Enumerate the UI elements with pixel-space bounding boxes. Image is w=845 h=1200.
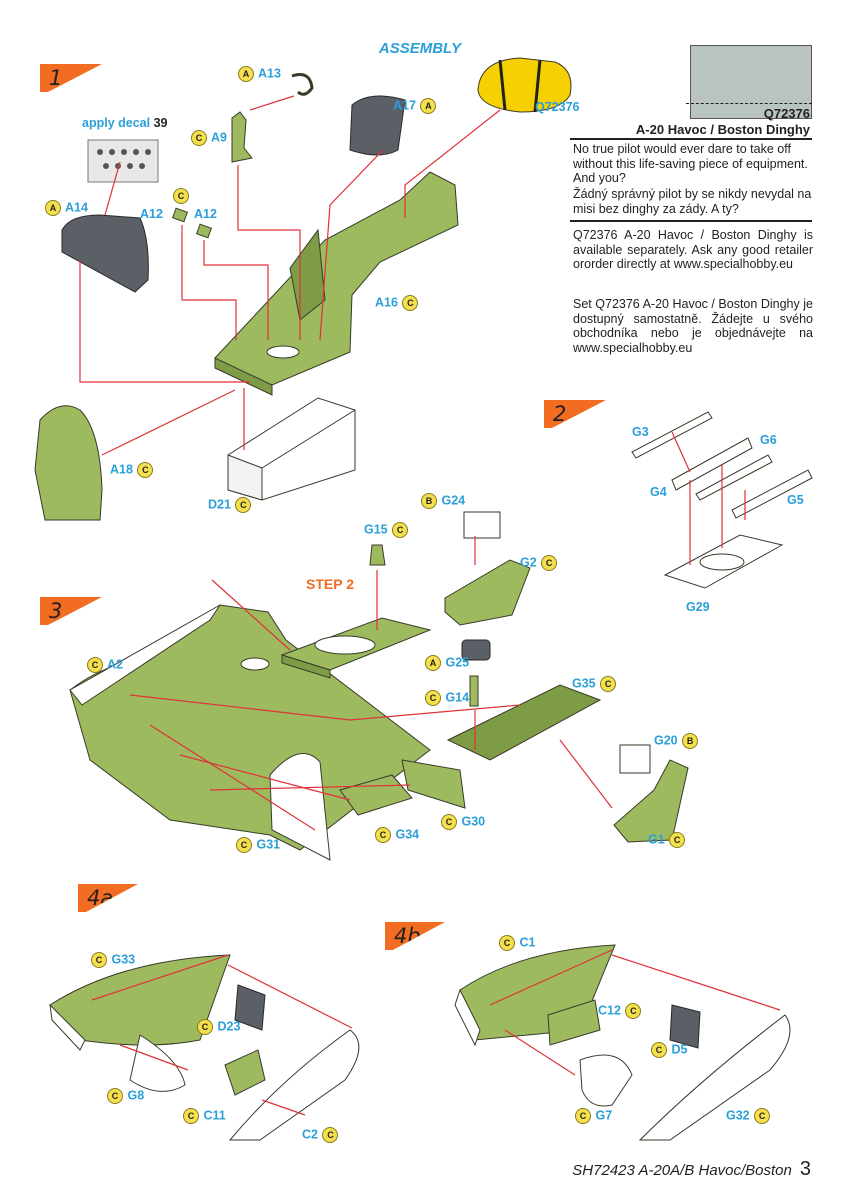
step4b-drawing [454,944,791,1141]
part-label-c1: C C1 [498,935,535,951]
part-label-g5: G5 [787,493,804,507]
decal-note: apply decal 39 [82,116,168,130]
part-label-g25: A G25 [424,655,469,671]
part-label-a14: A A14 [44,200,88,216]
part-label-d5: C D5 [650,1042,687,1058]
page-number: 3 [799,1158,811,1180]
part-label-a16: A16 C [375,295,419,311]
part-label-d21: D21 C [208,497,252,513]
box-drawing [227,397,356,501]
part-label-g35: G35 C [572,676,617,692]
part-label-a13: A A13 [237,66,281,82]
page-title: ASSEMBLY [378,40,462,57]
info-para-cz: Žádný správný pilot by se nikdy nevydal … [573,187,812,216]
part-label-d23: C D23 [196,1019,240,1035]
yoke-drawing [291,73,314,96]
part-label-a17: A17 A [393,98,437,114]
fuselage-drawing [69,604,431,851]
part-label-a9: C A9 [190,130,227,146]
control-column-drawing [231,111,253,163]
info-rule-top [570,138,812,140]
part-label-g7: C G7 [574,1108,612,1124]
info-code: Q72376 [763,106,810,121]
page-footer: SH72423 A-20A/B Havoc/Boston 3 [572,1158,811,1181]
info-dashed-rule [686,103,812,104]
dinghy-drawing [477,57,572,113]
dinghy-label: Q72376 [535,100,580,114]
step2-drawing [631,411,813,589]
part-label-c11: C C11 [182,1108,226,1124]
part-label-c12: C12 C [598,1003,642,1019]
info-availability-cz: Set Q72376 A-20 Havoc / Boston Dinghy je… [573,297,813,355]
seat-drawing [349,95,406,156]
part-label-g8: C G8 [106,1088,144,1104]
info-para-en: No true pilot would ever dare to take of… [573,142,808,185]
part-label-g15: G15 C [364,522,409,538]
part-label-g2: G2 C [520,555,558,571]
part-label-g1: G1 C [648,832,686,848]
step-2-reference: STEP 2 [306,576,354,592]
part-label-g34: C G34 [374,827,419,843]
part-label-g32: G32 C [726,1108,771,1124]
info-availability-en: Q72376 A-20 Havoc / Boston Dinghy is ava… [573,228,813,271]
footer-title: SH72423 A-20A/B Havoc/Boston [572,1162,792,1179]
side-panel-drawing [34,405,103,521]
part-label-a12-right: A12 [194,207,217,221]
part-label-g30: C G30 [440,814,485,830]
part-label-g29: G29 [686,600,710,614]
info-rule-mid [570,220,812,222]
decal-drawing [87,139,159,183]
cockpit-floor-drawing [214,171,459,396]
part-label-g20: G20 B [654,733,699,749]
part-label-g14: C G14 [424,690,469,706]
part-label-g4: G4 [650,485,667,499]
part-label-a12-left: A12 [140,207,163,221]
info-product-name: A-20 Havoc / Boston Dinghy [635,122,810,137]
part-label-g33: C G33 [90,952,135,968]
part-label-g3: G3 [632,425,649,439]
part-label-g6: G6 [760,433,777,447]
part-label-a2: C A2 [86,657,123,673]
part-label-g31: C G31 [235,837,280,853]
dinghy-photo [690,45,812,119]
instrument-panel-drawing [61,214,149,293]
part-label-a18: A18 C [110,462,154,478]
part-label-a12-badge: C [172,188,190,204]
part-label-c2: C2 C [302,1127,339,1143]
step4a-drawing [49,954,360,1141]
part-label-g24: B G24 [420,493,465,509]
